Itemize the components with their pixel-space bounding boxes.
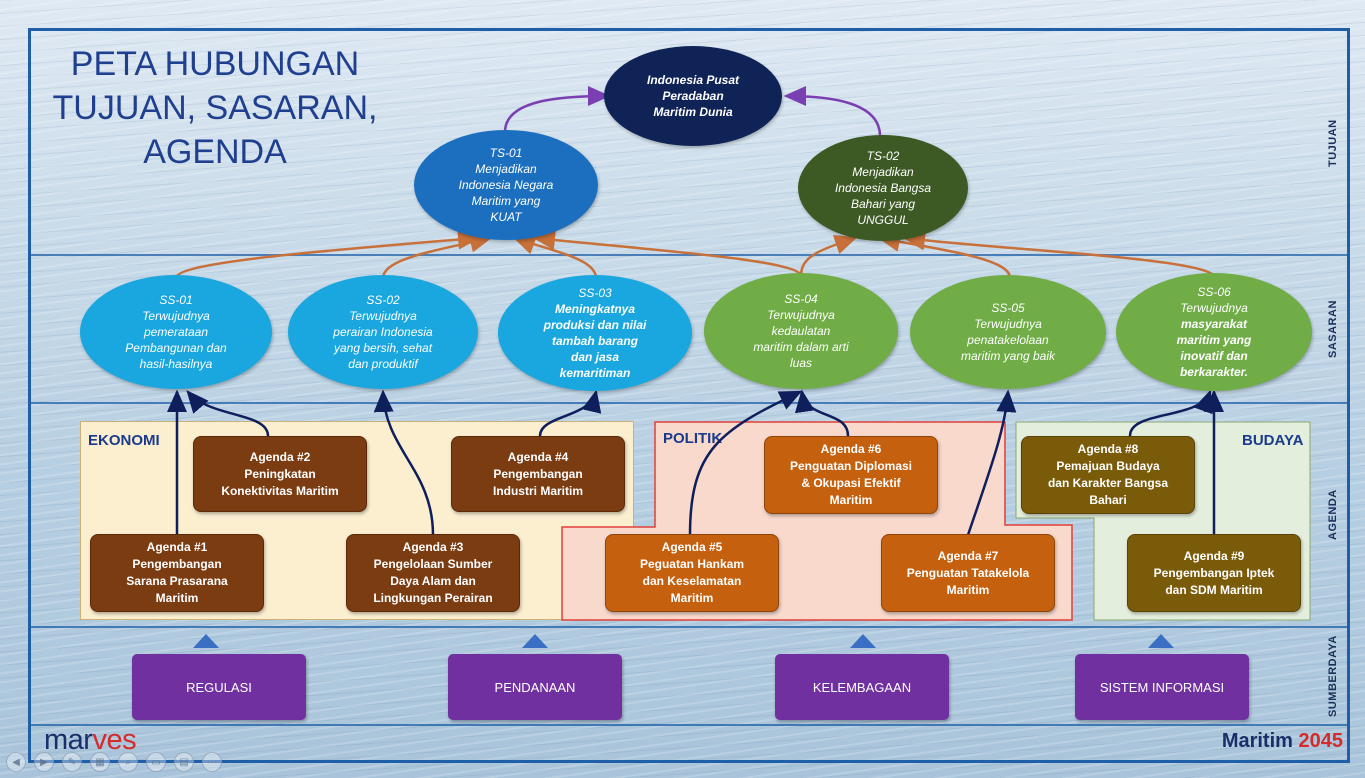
- band-divider: [31, 724, 1347, 726]
- band-divider: [31, 254, 1347, 256]
- grid-icon[interactable]: ▦: [90, 752, 110, 772]
- subtitles-icon[interactable]: ▤: [174, 752, 194, 772]
- zone-label-ekonomi: EKONOMI: [88, 432, 160, 449]
- triangle-marker: [1148, 634, 1174, 648]
- pen-icon[interactable]: ✎: [62, 752, 82, 772]
- slideshow-toolbar: ◀ ▶ ✎ ▦ ⌕ ▭ ▤ ⋯: [6, 752, 222, 772]
- arrow-ss01-ts01: [174, 229, 481, 279]
- triangle-marker: [193, 634, 219, 648]
- band-divider: [31, 402, 1347, 404]
- arrow-ss05-ts02: [877, 232, 1012, 279]
- arrow-ag5-ss04: [688, 390, 803, 536]
- resource-pendanaan: PENDANAAN: [448, 654, 622, 720]
- arrow-ss04-ts02: [799, 235, 858, 277]
- diagram-frame: [28, 28, 1350, 763]
- zone-label-politik: POLITIK: [663, 430, 723, 447]
- resource-kelembagaan: KELEMBAGAAN: [775, 654, 949, 720]
- arrow-ts02-vision: [783, 86, 882, 137]
- arrow-ts01-vision: [503, 86, 611, 133]
- maritim-2045-brand: Maritim 2045: [1221, 730, 1343, 752]
- resource-sistem-informasi: SISTEM INFORMASI: [1075, 654, 1249, 720]
- screen-icon[interactable]: ▭: [146, 752, 166, 772]
- zone-label-budaya: BUDAYA: [1242, 432, 1304, 449]
- arrow-ss04-ts01: [532, 230, 803, 277]
- arrow-ag6-ss04: [794, 389, 850, 437]
- zoom-icon[interactable]: ⌕: [118, 752, 138, 772]
- arrow-ag3-ss02: [373, 389, 435, 536]
- more-icon[interactable]: ⋯: [202, 752, 222, 772]
- triangle-marker: [850, 634, 876, 648]
- title-line: TUJUAN, SASARAN,: [52, 89, 378, 127]
- title-line: PETA HUBUNGAN: [70, 45, 360, 83]
- page-title: PETA HUBUNGAN TUJUAN, SASARAN, AGENDA: [50, 42, 380, 174]
- triangle-marker: [522, 634, 548, 648]
- arrow-ss03-ts01: [512, 235, 598, 279]
- next-icon[interactable]: ▶: [34, 752, 54, 772]
- resource-regulasi: REGULASI: [132, 654, 306, 720]
- arrow-ss02-ts01: [381, 232, 493, 279]
- previous-icon[interactable]: ◀: [6, 752, 26, 772]
- title-line: AGENDA: [143, 133, 287, 171]
- arrow-ss06-ts02: [902, 230, 1217, 279]
- arrow-ag7-ss05: [966, 389, 1017, 536]
- band-divider: [31, 626, 1347, 628]
- arrow-ag8-ss06: [1128, 389, 1213, 437]
- arrow-ag4-ss03: [538, 389, 602, 437]
- marves-logo: marves: [44, 724, 137, 756]
- arrow-ag2-ss01: [186, 390, 270, 437]
